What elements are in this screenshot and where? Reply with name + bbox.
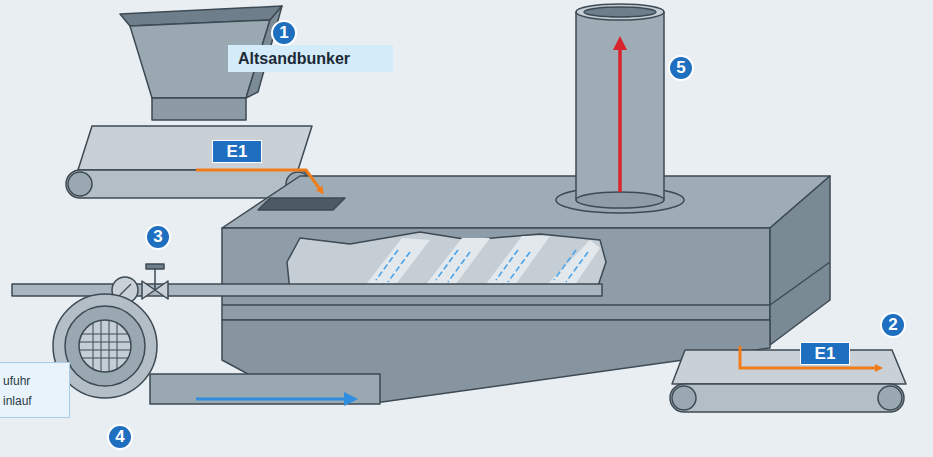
callout-circle: 2: [880, 312, 906, 338]
callout-circle: 4: [107, 424, 133, 450]
callout-number: 2: [888, 315, 897, 335]
exhaust-stack: [556, 4, 684, 213]
cutaway-window: [287, 232, 606, 292]
blower-fan: [53, 294, 380, 404]
conveyor-belt: [670, 350, 906, 412]
name-plate: Altsandbunker: [228, 45, 393, 72]
node-text: Altsandbunker: [238, 49, 393, 69]
flow-label: E1: [227, 142, 248, 162]
callout-circle: 3: [145, 224, 171, 250]
flow-label: E1: [815, 344, 836, 364]
node-text: ufuhr inlauf: [3, 371, 49, 411]
air-flow-arrow: [196, 398, 352, 401]
callout-circle: 1: [271, 20, 297, 46]
legend-box: ufuhr inlauf: [0, 362, 70, 418]
sand-flow-arrow: [196, 170, 322, 192]
flow-tag: E1: [800, 342, 850, 365]
callout-number: 1: [279, 23, 288, 43]
callout-number: 3: [153, 227, 162, 247]
callout-circle: 5: [668, 55, 694, 81]
callout-number: 4: [115, 427, 124, 447]
callout-number: 5: [676, 58, 685, 78]
exhaust-arrow: [618, 42, 622, 192]
flow-tag: E1: [212, 140, 262, 163]
conveyor-belt: [66, 126, 312, 198]
